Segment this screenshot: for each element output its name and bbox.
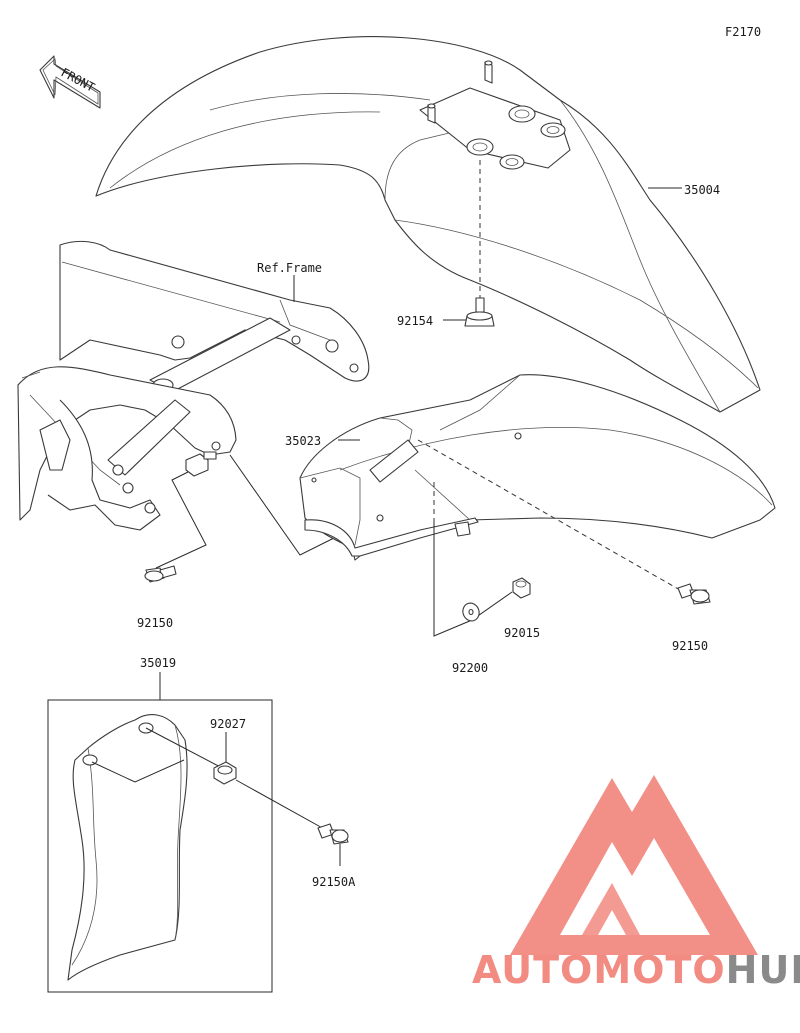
bolt-92154-icon (464, 297, 495, 327)
front-fender-35004 (95, 36, 761, 413)
watermark-hub: HUB (726, 948, 800, 992)
label-92150a: 92150A (312, 875, 356, 889)
washer-92200-icon (462, 602, 480, 622)
svg-text:AUTOMOTOHUB: AUTOMOTOHUB (472, 948, 800, 992)
ref-frame (17, 240, 370, 531)
frame-stud-icon (185, 451, 217, 477)
front-arrow-icon: FRONT (39, 55, 101, 109)
watermark-auto: AUTO (472, 948, 593, 992)
label-92154: 92154 (397, 314, 433, 328)
collar-92027-icon (213, 761, 237, 785)
label-92200: 92200 (452, 661, 488, 675)
label-35023: 35023 (285, 434, 321, 448)
flap-kit-box (47, 699, 273, 993)
label-92027: 92027 (210, 717, 246, 731)
automotohub-logo (510, 775, 758, 955)
watermark-moto: MOTO (593, 948, 725, 992)
ref-frame-label: Ref.Frame (257, 261, 322, 275)
fender-guard-35023 (299, 374, 776, 561)
bolt-92150-right-icon (677, 583, 711, 605)
mud-flap-35019 (67, 714, 188, 981)
label-35019: 35019 (140, 656, 176, 670)
nut-92015-icon (512, 577, 531, 599)
label-92150-right: 92150 (672, 639, 708, 653)
figure-code: F2170 (725, 25, 761, 39)
bolt-92150-left-icon (144, 565, 177, 583)
label-35004: 35004 (684, 183, 720, 197)
label-92150-left: 92150 (137, 616, 173, 630)
bolt-92150a-icon (317, 823, 349, 845)
label-92015: 92015 (504, 626, 540, 640)
